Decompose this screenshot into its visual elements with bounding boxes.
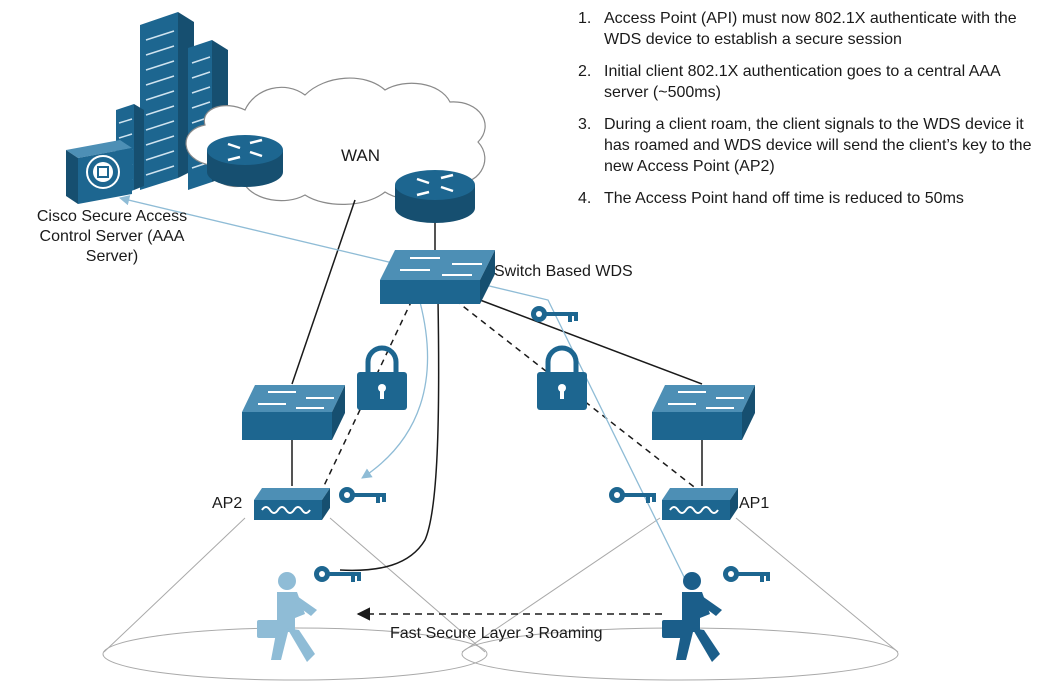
network-links [291, 199, 703, 572]
lock-icon [357, 345, 407, 410]
ap2-label: AP2 [212, 495, 243, 512]
router-icon [207, 135, 283, 187]
aaa-server-label: Cisco Secure Access Control Server (AAA … [36, 208, 188, 265]
step-notes: 1. Access Point (API) must now 802.1X aut… [578, 8, 1040, 220]
step-number: 3. [578, 116, 592, 133]
step-note: 4. The Access Point hand off time is redu… [578, 188, 1040, 209]
key-icon [723, 566, 770, 582]
step-number: 1. [578, 10, 592, 27]
step-text: Initial client 802.1X authentication goe… [604, 63, 1000, 101]
step-note: 2. Initial client 802.1X authentication g… [578, 61, 1040, 103]
key-icon [314, 566, 361, 582]
aaa-server-icon [66, 140, 132, 204]
wds-switch-label: Switch Based WDS [494, 263, 633, 280]
signal-arrows [118, 195, 689, 586]
step-text: The Access Point hand off time is reduce… [604, 190, 964, 207]
lock-icon [537, 345, 587, 410]
roaming-label: Fast Secure Layer 3 Roaming [390, 625, 603, 642]
key-icon [339, 487, 386, 503]
step-number: 2. [578, 63, 592, 80]
walking-user-icon [662, 572, 722, 662]
key-icon [609, 487, 656, 503]
step-text: During a client roam, the client signals… [604, 116, 1032, 175]
wds-switch-icon [380, 250, 495, 304]
ap2-access-point-icon [254, 488, 330, 520]
ap2-coverage [102, 517, 488, 681]
step-note: 3. During a client roam, the client signa… [578, 114, 1040, 177]
step-text: Access Point (API) must now 802.1X authe… [604, 10, 1017, 48]
walking-user-icon [257, 572, 317, 662]
wan-label: WAN [341, 146, 381, 165]
ap1-switch-icon [652, 385, 755, 440]
key-icon [531, 306, 578, 322]
step-number: 4. [578, 190, 592, 207]
ap1-access-point-icon [662, 488, 738, 520]
ap1-label: AP1 [739, 495, 770, 512]
router-icon [395, 170, 475, 223]
step-note: 1. Access Point (API) must now 802.1X aut… [578, 8, 1040, 50]
ap2-switch-icon [242, 385, 345, 440]
